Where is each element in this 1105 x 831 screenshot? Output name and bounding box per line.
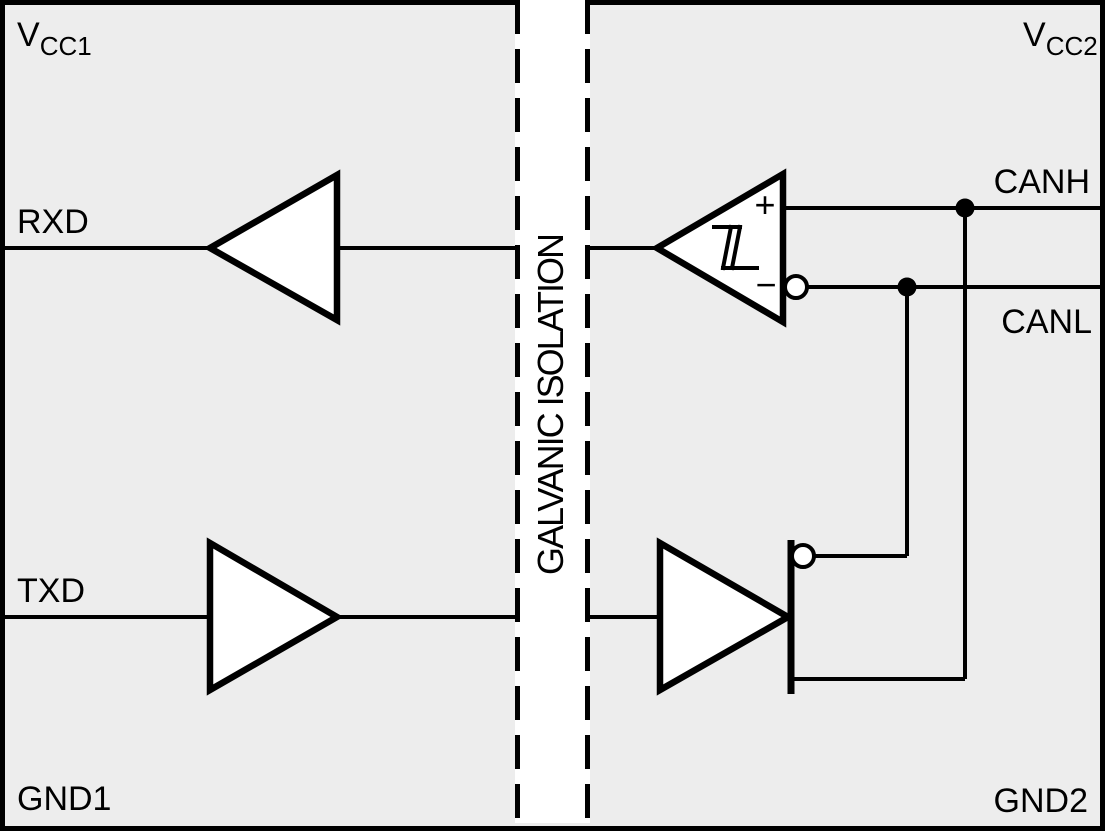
canh-label: CANH [994,163,1090,201]
canl-label: CANL [1001,303,1092,341]
isolation-label: GALVANIC ISOLATION [530,235,571,575]
hysteresis-icon [712,224,759,271]
vcc2-main: V [1023,16,1046,54]
driver-inversion-bubble [790,543,816,569]
vcc1-label: VCC1 [17,16,92,61]
canh-junction-dot [955,198,975,218]
driver-triangle [656,537,795,696]
canl-junction-dot [897,277,917,297]
gnd1-label: GND1 [17,780,111,818]
vcc2-label: VCC2 [1023,16,1098,61]
txd-buffer-triangle [206,537,344,696]
vcc2-subscript: CC2 [1046,31,1098,61]
receiver-minus-label: − [755,264,776,305]
txd-label: TXD [17,572,85,610]
vcc1-subscript: CC1 [40,31,92,61]
receiver-comparator-triangle [650,168,787,328]
rxd-buffer-triangle [203,169,341,326]
isolation-strip [515,0,590,823]
receiver-plus-label: + [754,184,775,225]
rxd-label: RXD [17,203,89,241]
vcc1-main: V [17,16,40,54]
gnd2-label: GND2 [994,782,1088,820]
receiver-inversion-bubble [783,274,809,300]
